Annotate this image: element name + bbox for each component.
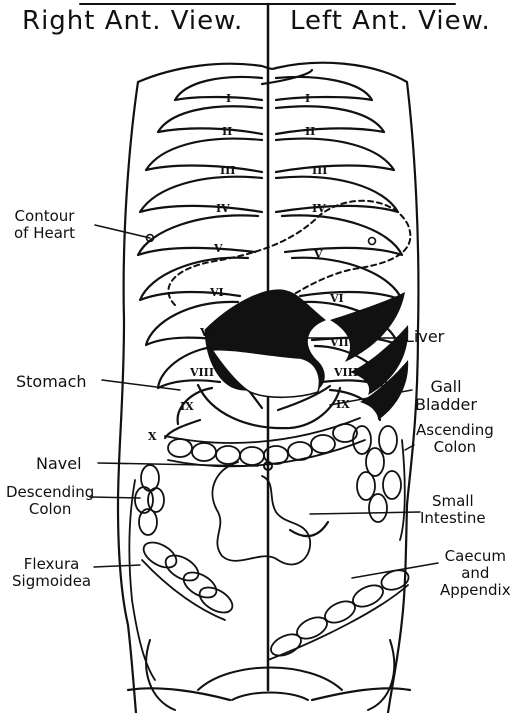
flexura-sigmoidea-label-line1: Flexura: [12, 556, 91, 573]
sigmoid-flexure: [139, 537, 236, 620]
gall-bladder-label: Gall Bladder: [415, 378, 477, 414]
gall-bladder-label-line1: Gall: [415, 378, 477, 396]
rib-label-right-9: IX: [180, 398, 194, 415]
rib-label-left-5: V: [314, 246, 323, 263]
gall-bladder-label-line2: Bladder: [415, 396, 477, 414]
stomach-label: Stomach: [16, 373, 87, 390]
right-anterior-view-heading: Right Ant. View.: [22, 6, 243, 36]
contour-of-heart-label: Contour of Heart: [14, 208, 75, 242]
rib-label-right-1: I: [226, 90, 231, 107]
liver-label: Liver: [405, 328, 444, 345]
ascending-colon: [353, 426, 405, 540]
navel-label: Navel: [36, 455, 82, 472]
rib-label-right-5: V: [214, 240, 223, 257]
rib-label-left-2: II: [305, 123, 315, 140]
rib-label-left-8: VIII: [334, 364, 358, 381]
rib-label-right-8: VIII: [190, 364, 214, 381]
small-intestine-label-line1: Small: [420, 493, 486, 510]
descending-colon-label: Descending Colon: [6, 484, 94, 518]
rib-label-right-4: IV: [216, 200, 230, 217]
ascending-colon-label: Ascending Colon: [416, 422, 494, 456]
rib-label-left-4: IV: [312, 200, 326, 217]
rib-label-right-3: III: [220, 162, 235, 179]
rib-label-left-9: IX: [336, 396, 350, 413]
ascending-colon-label-line2: Colon: [416, 439, 494, 456]
caecum-and-appendix-label: Caecum and Appendix: [440, 548, 511, 599]
left-anterior-view-heading: Left Ant. View.: [290, 6, 491, 36]
rib-label-left-3: III: [312, 162, 327, 179]
rib-label-right-2: II: [222, 123, 232, 140]
caecum-and-appendix-label-line3: Appendix: [440, 582, 511, 599]
rib-label-right-6: VI: [210, 284, 224, 301]
caecum-and-appendix-label-line2: and: [440, 565, 511, 582]
ascending-colon-label-line1: Ascending: [416, 422, 494, 439]
small-intestine: [212, 462, 310, 564]
contour-of-heart-label-line1: Contour: [14, 208, 75, 225]
flexura-sigmoidea-label: Flexura Sigmoidea: [12, 556, 91, 590]
small-intestine-label: Small Intestine: [420, 493, 486, 527]
rib-label-left-7: VII: [330, 334, 349, 351]
descending-colon-label-line1: Descending: [6, 484, 94, 501]
small-intestine-label-line2: Intestine: [420, 510, 486, 527]
rib-label-left-6: VI: [330, 290, 344, 307]
flexura-sigmoidea-label-line2: Sigmoidea: [12, 573, 91, 590]
caecum: [268, 567, 412, 660]
rib-label-right-10: X: [148, 428, 157, 445]
descending-colon-label-line2: Colon: [6, 501, 94, 518]
contour-of-heart-label-line2: of Heart: [14, 225, 75, 242]
rib-label-left-1: I: [305, 90, 310, 107]
transverse-colon: [165, 418, 365, 466]
rib-label-right-7: VII: [200, 324, 219, 341]
caecum-and-appendix-label-line1: Caecum: [440, 548, 511, 565]
